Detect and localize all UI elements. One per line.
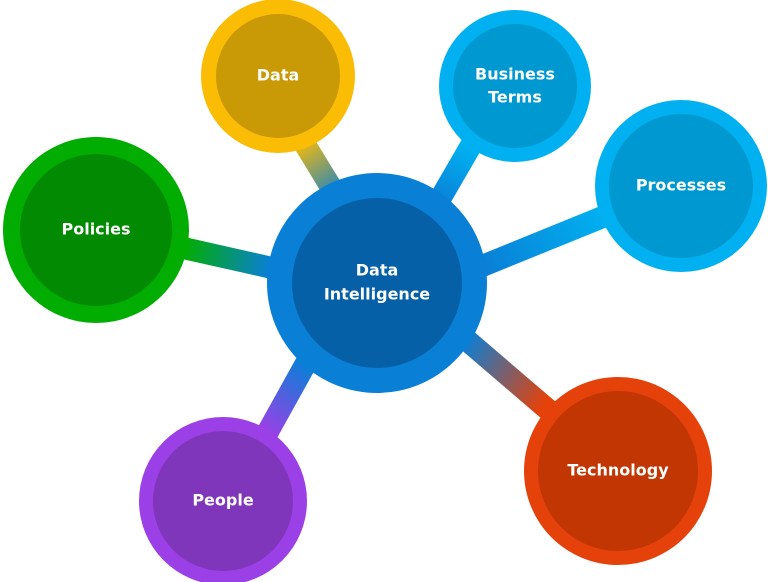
data-label: Data [257,66,300,85]
connector-processes [455,199,625,286]
business-terms-label-line2: Terms [488,88,542,107]
node-processes: Processes [595,100,767,272]
node-data: Data [201,0,355,153]
business-terms-label-line1: Business [475,65,555,84]
center-label-line1: Data [356,261,399,280]
policies-label: Policies [61,220,130,239]
node-people: People [139,417,307,582]
node-center: Data Intelligence [267,173,487,393]
node-policies: Policies [3,137,189,323]
people-label: People [192,491,254,510]
processes-label: Processes [636,176,726,195]
center-label-line2: Intelligence [324,285,430,304]
node-business-terms: Business Terms [439,10,591,162]
node-technology: Technology [524,377,712,565]
technology-label: Technology [567,461,669,480]
